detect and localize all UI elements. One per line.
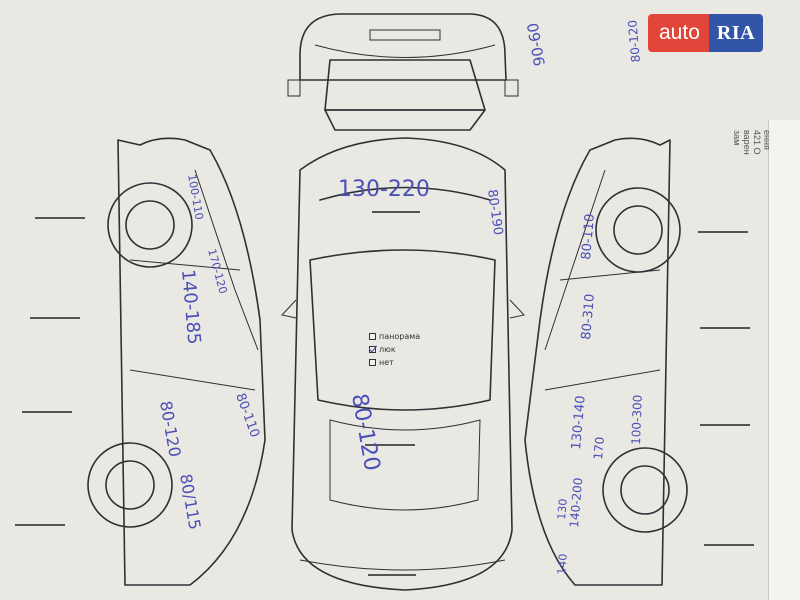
reading-right-bottom-2: 140-200 (567, 477, 585, 528)
reading-right-side-2: 80-310 (579, 293, 598, 340)
reading-right-bottom-3: 140 (555, 553, 570, 575)
reading-right-side-4: 130-140 (569, 395, 589, 450)
top-view-car (281, 137, 525, 591)
sunroof-checkbox[interactable] (369, 346, 376, 353)
option-label: люк (379, 345, 396, 354)
roof-option-none[interactable]: нет (369, 356, 420, 369)
reading-roof: 80-120 (346, 392, 384, 473)
handwritten-readings: 90-60 80-120 130-220 80-120 140-185 80-1… (156, 19, 645, 575)
reading-right-bottom-4: 170 (591, 436, 607, 460)
roof-options: панорама люк нет (369, 330, 420, 369)
roof-option-sunroof[interactable]: люк (369, 343, 420, 356)
reading-left-side-5: 80-110 (232, 391, 262, 439)
autoria-logo: auto RIA (648, 14, 764, 52)
side-text-4: зам (732, 130, 742, 146)
reading-left-side-4: 170-120 (205, 247, 229, 295)
side-sheet (768, 120, 800, 600)
reading-rear-top-1: 90-60 (524, 21, 549, 67)
reading-right-side-1: 80-190 (484, 188, 505, 236)
reading-right-bottom-1: 130 (555, 498, 570, 520)
roof-option-panorama[interactable]: панорама (369, 330, 420, 343)
logo-ria-text: RIA (708, 14, 764, 52)
reading-left-bottom: 80/115 (176, 472, 204, 531)
panorama-checkbox[interactable] (369, 333, 376, 340)
reading-hood: 130-220 (338, 177, 430, 202)
option-label: нет (379, 358, 394, 367)
reading-rear-top-2: 80-120 (625, 19, 643, 63)
none-checkbox[interactable] (369, 359, 376, 366)
right-side-car (524, 137, 688, 586)
side-text-3: варен (742, 130, 752, 155)
reading-right-side-5: 100-300 (629, 395, 645, 446)
reading-left-side-3: 100-110 (185, 173, 206, 221)
reading-left-side-2: 80-120 (156, 399, 185, 458)
logo-auto-text: auto (648, 14, 709, 52)
side-text-1: ення (762, 130, 772, 150)
side-text-2: 421 О (752, 130, 762, 155)
left-side-car (87, 137, 266, 586)
option-label: панорама (379, 332, 421, 341)
reading-left-side-1: 140-185 (177, 269, 204, 346)
rear-view-car (287, 13, 519, 131)
measurement-lines (15, 211, 754, 576)
side-sheet-text: ення 421 О варен зам (732, 130, 772, 190)
reading-right-side-3: 80-110 (579, 213, 598, 260)
